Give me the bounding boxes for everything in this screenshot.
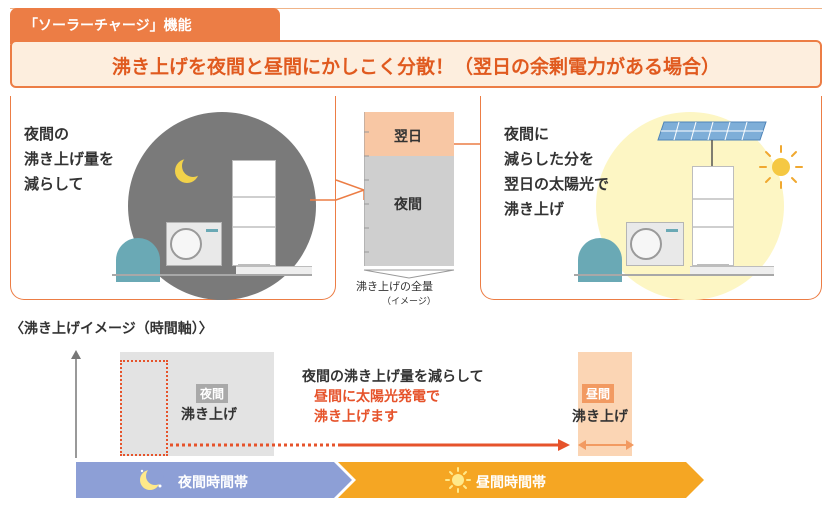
sun-icon	[445, 467, 471, 493]
day-heating-block	[578, 352, 632, 456]
tank-divider	[693, 226, 733, 228]
day-tag: 昼間	[582, 384, 615, 403]
night-text-line: 沸き上げ量を	[24, 150, 115, 168]
night-tag: 夜間	[196, 384, 229, 403]
night-segment	[364, 156, 454, 266]
night-text-line: 減らして	[24, 175, 84, 193]
pump-label-strip	[206, 229, 218, 232]
night-text-line: 夜間の	[24, 125, 70, 143]
shift-message-line3: 沸き上げます	[314, 409, 398, 425]
pump-label-strip	[666, 229, 678, 232]
headline-banner	[10, 40, 822, 88]
vertical-axis	[71, 350, 81, 458]
next-day-segment	[364, 112, 454, 156]
tank-divider	[233, 196, 275, 198]
time-band	[76, 462, 704, 498]
crescent-moon-icon	[140, 467, 164, 490]
next-day-label: 翌日	[394, 129, 422, 145]
ground-line	[112, 274, 312, 276]
night-panel-text: 夜間の 沸き上げ量を 減らして	[24, 122, 114, 197]
day-text-line: 夜間に	[504, 125, 550, 143]
day-text-line: 減らした分を	[504, 150, 595, 168]
image-note: （イメージ）	[382, 297, 436, 307]
headline-title: 沸き上げを夜間と昼間にかしこく分散！（翌日の余剰電力がある場合）	[111, 56, 720, 78]
day-heat-label: 沸き上げ	[572, 409, 628, 425]
night-label: 夜間	[394, 197, 422, 213]
crescent-moon-icon	[175, 156, 202, 183]
bar-ticks	[364, 112, 369, 266]
day-text-line: 翌日の太陽光で	[504, 175, 610, 193]
timeline-title: 〈沸き上げイメージ（時間軸）〉	[10, 321, 213, 337]
header-rule	[10, 8, 822, 28]
shift-message-line1: 夜間の沸き上げ量を減らして	[302, 369, 484, 385]
night-heating-block	[120, 352, 274, 456]
night-heat-label: 沸き上げ	[181, 407, 237, 423]
feature-tab	[10, 8, 280, 44]
sun-icon	[759, 145, 803, 189]
concrete-pad	[236, 266, 312, 274]
fan-icon	[170, 228, 202, 260]
day-panel-text: 夜間に 減らした分を 翌日の太陽光で 沸き上げ	[504, 122, 609, 222]
ground-line	[574, 274, 774, 276]
shift-arrow	[170, 439, 634, 451]
water-heater-tank	[232, 160, 276, 266]
water-heater-tank	[692, 166, 734, 266]
day-time-band-label: 昼間時間帯	[476, 475, 546, 491]
concrete-pad	[690, 266, 774, 274]
night-time-band-label: 夜間時間帯	[178, 475, 248, 491]
shift-message-line2: 昼間に太陽光発電で	[314, 389, 440, 405]
total-amount-caption: 沸き上げの全量	[356, 280, 433, 293]
fan-icon	[630, 228, 662, 260]
reduced-night-amount	[120, 360, 168, 456]
tank-divider	[233, 226, 275, 228]
tank-divider	[693, 198, 733, 200]
feature-tab-label: 「ソーラーチャージ」機能	[24, 18, 192, 34]
day-text-line: 沸き上げ	[504, 200, 565, 218]
